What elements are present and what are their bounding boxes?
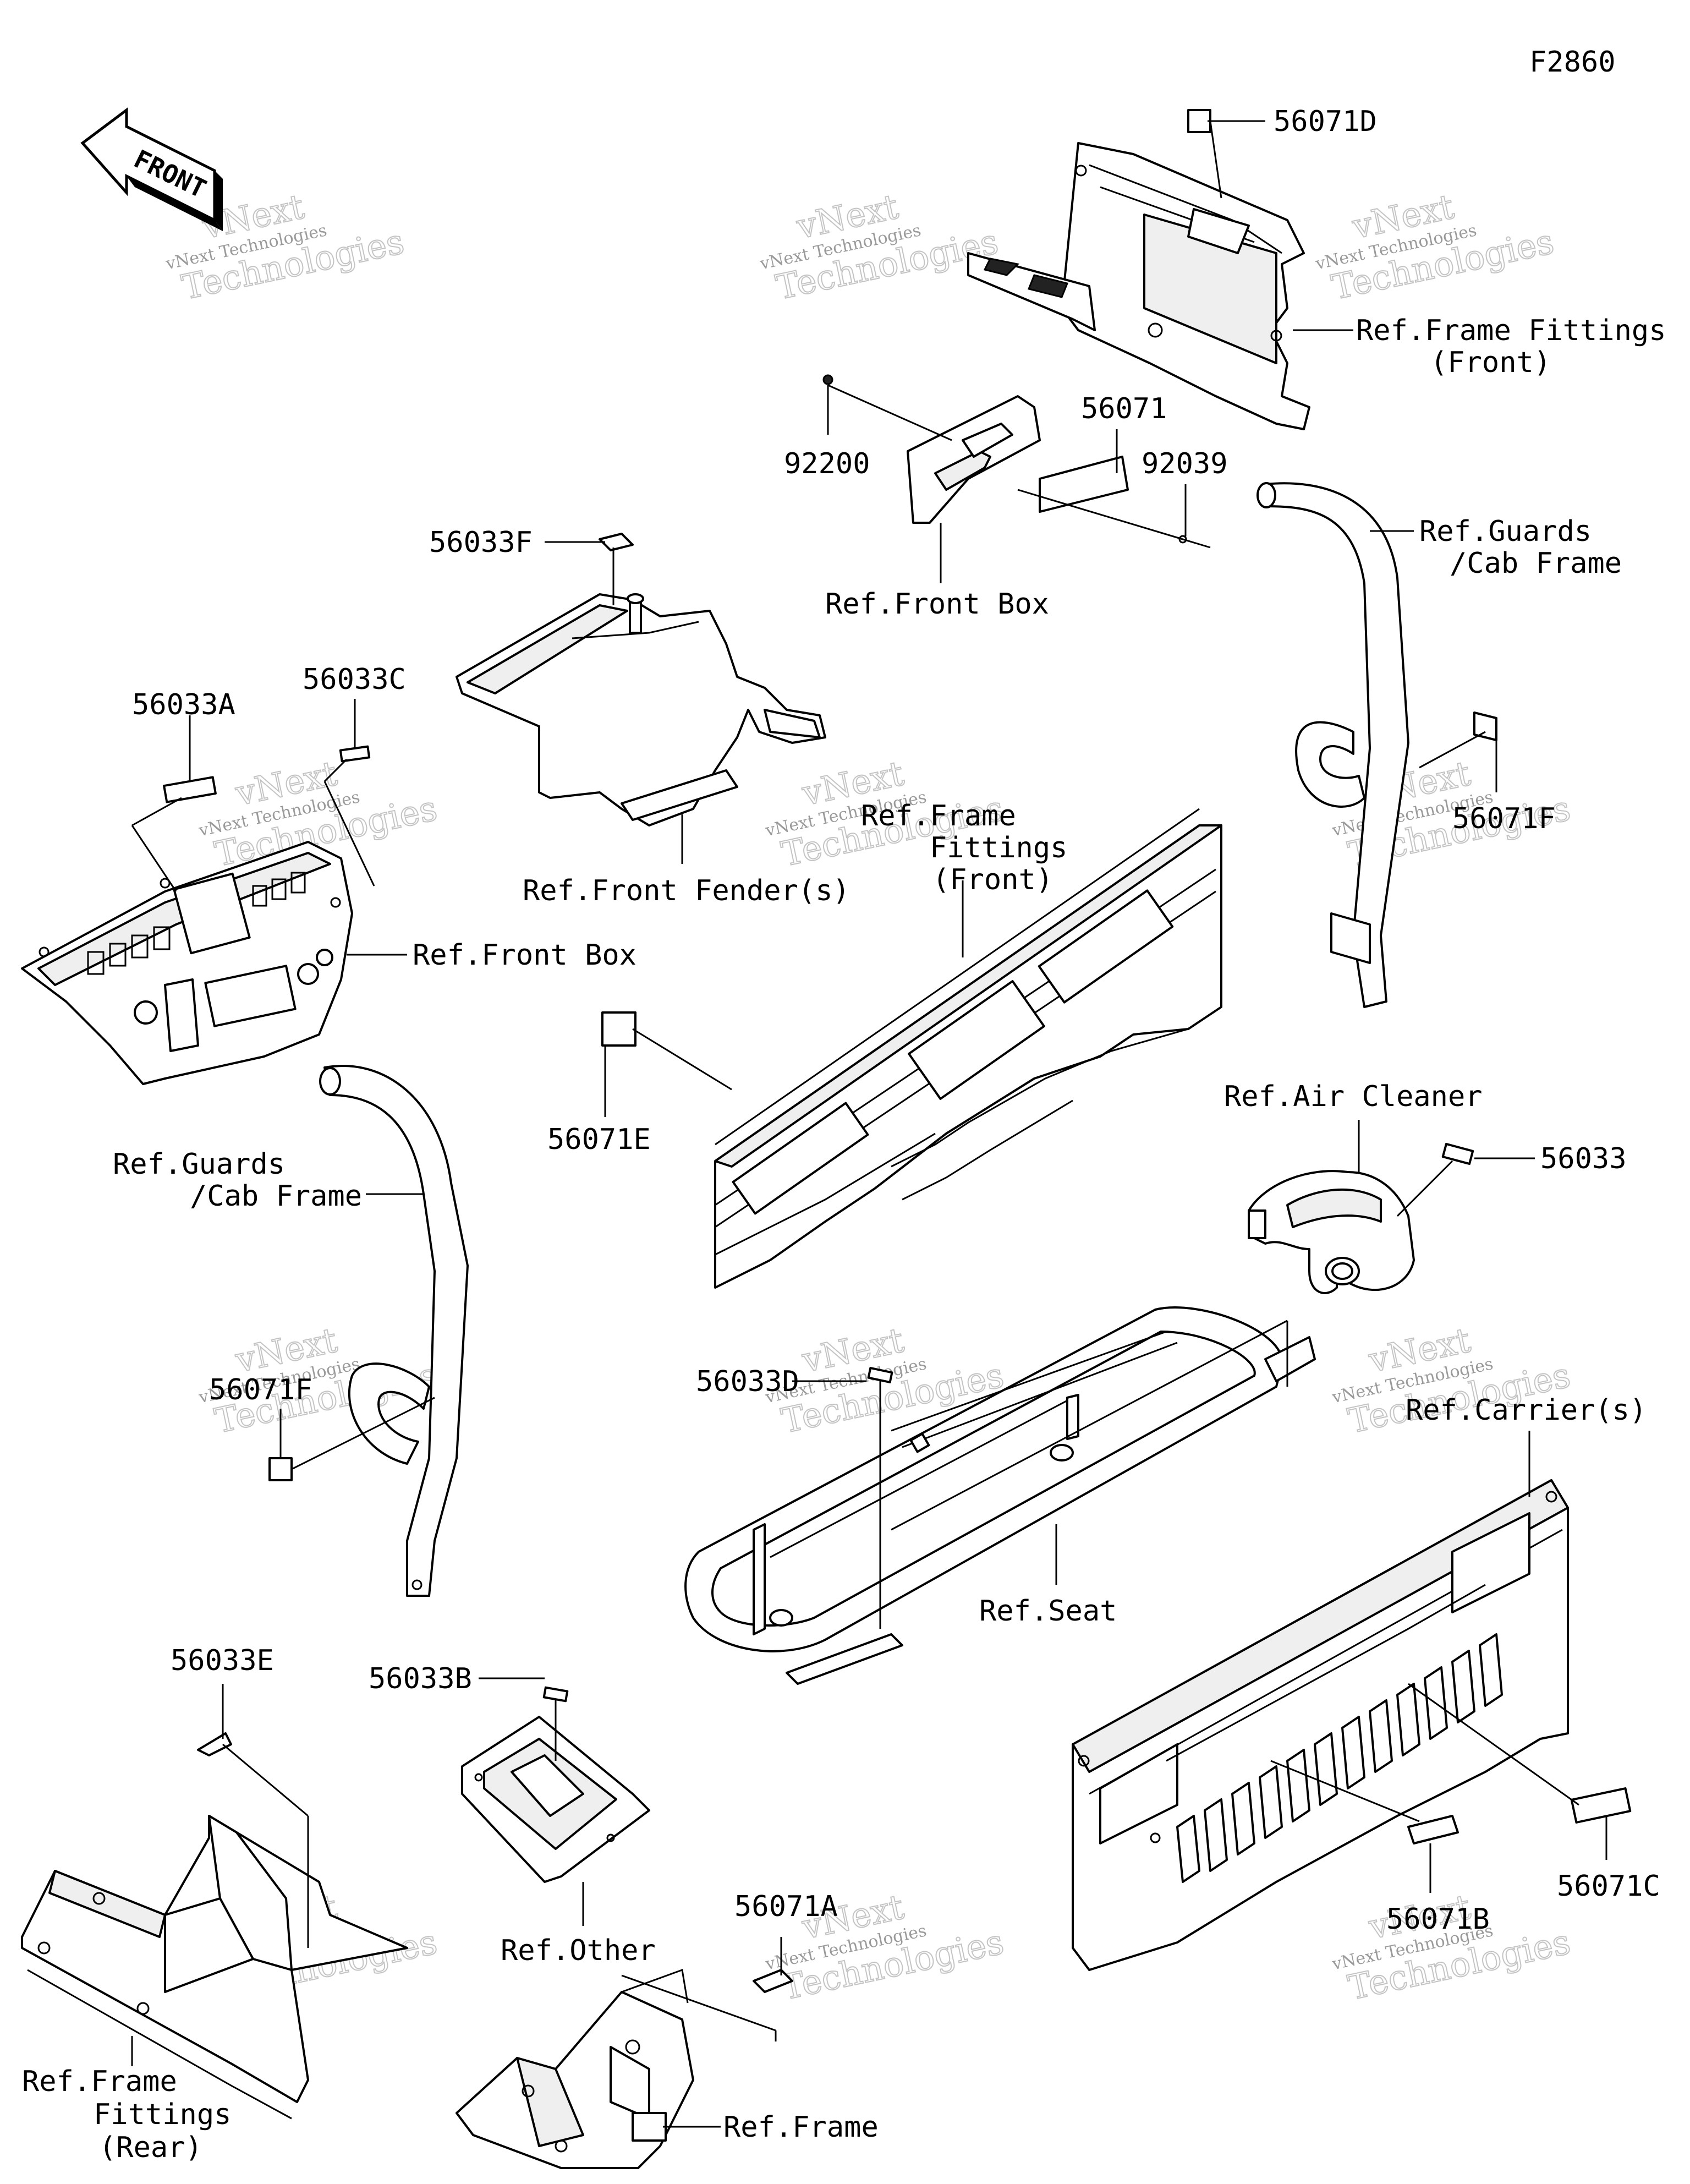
label-92039: 92039 <box>1142 447 1228 480</box>
front-arrow-icon: FRONT <box>80 107 223 231</box>
guards-cab-frame-right <box>1256 482 1409 1008</box>
decal-56033C <box>339 745 371 763</box>
watermark: vNext vNext Technologies Technologies <box>1314 185 1558 308</box>
watermark: vNext vNext Technologies Technologies <box>1330 1886 1574 2008</box>
frame-fittings-front-top <box>967 109 1310 430</box>
watermark: vNext vNext Technologies Technologies <box>764 1886 1008 2008</box>
label-56033B: 56033B <box>369 1662 472 1695</box>
decal-56033D <box>867 1367 893 1383</box>
label-56071F-right: 56071F <box>1452 802 1556 835</box>
decal-56033A <box>163 776 217 803</box>
frame-rear <box>456 1968 694 2169</box>
label-frame-fittings-rear-2: Fittings <box>94 2098 231 2131</box>
label-front-box-top: Ref.Front Box <box>825 588 1049 621</box>
watermark: vNext vNext Technologies Technologies <box>758 185 1002 308</box>
frame-fittings-front-panel <box>714 808 1222 1289</box>
label-56071: 56071 <box>1081 392 1167 425</box>
label-56033F: 56033F <box>429 526 533 559</box>
label-frame-fittings-rear-1: Ref.Frame <box>22 2065 177 2098</box>
label-frame-fittings-mid-1: Ref.Frame <box>861 800 1016 833</box>
label-seat: Ref.Seat <box>979 1595 1117 1628</box>
label-frame-fittings-rear-3: (Rear) <box>99 2131 202 2164</box>
decal-56033F <box>599 533 634 551</box>
label-56033E: 56033E <box>171 1644 274 1677</box>
ribs <box>1176 1633 1503 1883</box>
front-fender <box>456 593 826 826</box>
label-56071E: 56071E <box>547 1123 651 1156</box>
label-56033D: 56033D <box>696 1365 799 1398</box>
label-guards-left-1: Ref.Guards <box>113 1148 285 1181</box>
label-front-box-left: Ref.Front Box <box>413 939 637 972</box>
label-frame: Ref.Frame <box>723 2111 879 2144</box>
decal-56033B <box>542 1686 569 1703</box>
label-56071A: 56071A <box>734 1890 838 1923</box>
decal-56071B <box>1407 1815 1459 1844</box>
decal-56071C <box>1570 1787 1632 1824</box>
decal-56071A <box>753 1969 793 1993</box>
label-56071F-left: 56071F <box>209 1373 312 1406</box>
front-box-lid <box>822 374 1187 544</box>
label-air-cleaner: Ref.Air Cleaner <box>1224 1080 1483 1113</box>
figure-code: F2860 <box>1529 46 1616 79</box>
decal-56033E <box>197 1732 232 1756</box>
seat-carrier-frame <box>684 1306 1316 1685</box>
label-guards-left-2: /Cab Frame <box>190 1180 362 1213</box>
label-guards-right-1: Ref.Guards <box>1419 515 1592 548</box>
label-frame-fittings-mid-2: Fittings <box>930 831 1067 864</box>
front-box-dash <box>21 841 353 1085</box>
label-front-fender: Ref.Front Fender(s) <box>523 874 850 907</box>
label-56033C: 56033C <box>303 663 406 696</box>
carrier-bed-panel <box>1072 1479 1569 1971</box>
decal-56071F-left <box>268 1457 293 1481</box>
label-carriers: Ref.Carrier(s) <box>1406 1394 1647 1427</box>
label-56071B: 56071B <box>1386 1903 1490 1936</box>
air-cleaner <box>1248 1170 1415 1294</box>
decal-56033 <box>1441 1142 1474 1165</box>
label-56071D: 56071D <box>1274 105 1377 138</box>
label-frame-fittings-front-top-1: Ref.Frame Fittings <box>1356 314 1666 347</box>
label-56033A: 56033A <box>132 688 235 721</box>
label-92200: 92200 <box>784 447 870 480</box>
label-frame-fittings-front-top-2: (Front) <box>1430 346 1551 379</box>
label-56033: 56033 <box>1540 1142 1627 1175</box>
label-frame-fittings-mid-3: (Front) <box>932 863 1053 896</box>
label-guards-right-2: /Cab Frame <box>1450 547 1622 580</box>
other-cover <box>461 1716 650 1883</box>
frame-fittings-rear <box>21 1815 408 2120</box>
label-56071C: 56071C <box>1557 1870 1660 1903</box>
decal-56071E <box>601 1011 637 1047</box>
label-other: Ref.Other <box>501 1934 656 1967</box>
guards-cab-frame-left <box>319 1064 469 1597</box>
